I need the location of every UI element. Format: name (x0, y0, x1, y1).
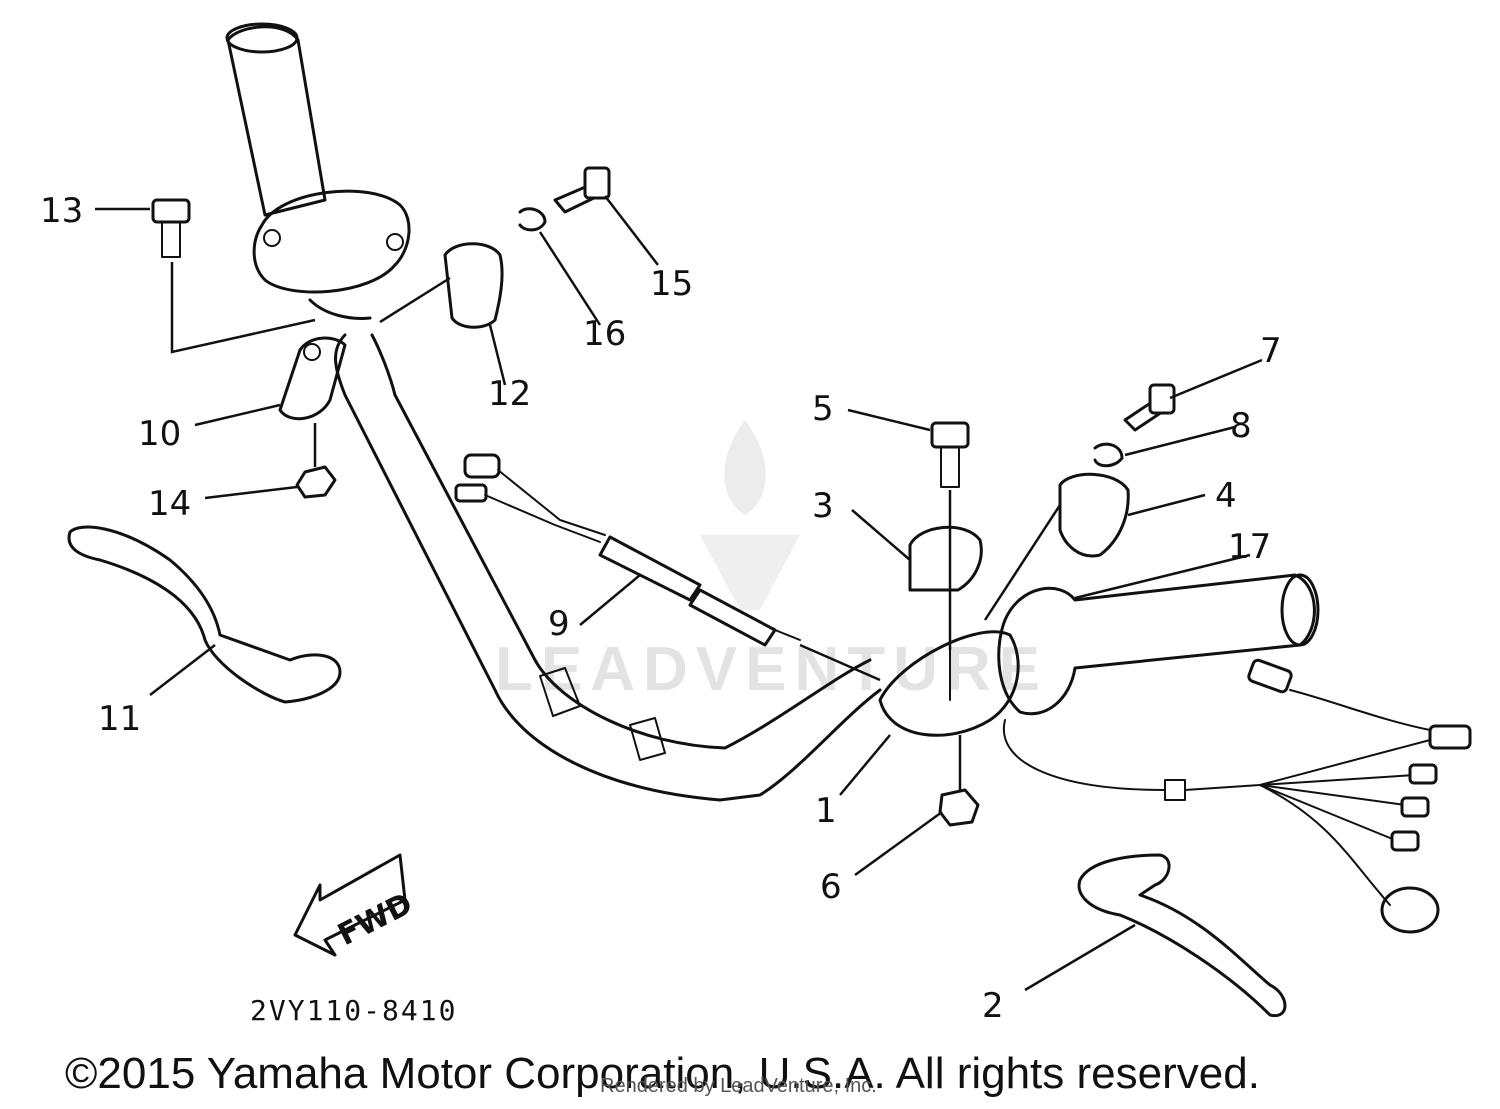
part-6-nut (938, 788, 980, 827)
callout-11: 11 (98, 699, 141, 739)
part-16-washer (518, 207, 547, 232)
callout-3: 3 (812, 486, 834, 526)
right-wire-harness (1002, 658, 1472, 934)
copyright-text: ©2015 Yamaha Motor Corporation, U.S.A. A… (65, 1049, 1260, 1098)
callout-16: 16 (583, 314, 626, 354)
callout-13: 13 (40, 191, 83, 231)
render-credit: Rendered by LeadVenture, Inc. (600, 1075, 877, 1097)
callout-14: 14 (148, 484, 191, 524)
callout-2: 2 (982, 986, 1004, 1026)
callout-1: 1 (815, 791, 837, 831)
callout-numbers: 1 2 3 4 5 6 7 8 9 10 11 12 13 14 15 16 1… (40, 191, 1282, 1026)
drawing-code: 2VY110-8410 (250, 994, 457, 1027)
part-5-bolt (930, 421, 970, 488)
fwd-label: FWD (332, 886, 418, 953)
left-grip-assembly (225, 22, 411, 320)
callout-15: 15 (650, 264, 693, 304)
callout-17: 17 (1228, 527, 1271, 567)
fwd-direction-arrow: FWD (293, 853, 418, 957)
callout-10: 10 (138, 414, 181, 454)
part-13-bolt (151, 198, 191, 258)
callout-12: 12 (488, 374, 531, 414)
callout-6: 6 (820, 867, 842, 907)
part-9-switch (454, 453, 801, 647)
watermark-text: LEADVENTURE (495, 635, 1048, 704)
part-8-washer (1093, 442, 1124, 468)
watermark: LEADVENTURE (495, 420, 1048, 704)
callout-4: 4 (1215, 476, 1237, 516)
callout-7: 7 (1260, 331, 1282, 371)
part-7-screw (1123, 383, 1176, 432)
callout-8: 8 (1230, 406, 1252, 446)
part-11-lever (67, 525, 342, 704)
part-17-grip-switch (997, 573, 1320, 716)
part-3-clamp (908, 525, 983, 592)
handlebar (334, 333, 882, 802)
callout-5: 5 (812, 389, 834, 429)
part-12-clamp (443, 242, 504, 329)
part-15-screw (553, 166, 611, 214)
part-1-lever-perch (878, 630, 1020, 737)
part-2-lever (1077, 853, 1287, 1018)
part-4-clamp (1058, 472, 1130, 558)
leader-lines (95, 195, 1263, 992)
callout-9: 9 (548, 604, 570, 644)
part-10-bracket (278, 336, 347, 499)
